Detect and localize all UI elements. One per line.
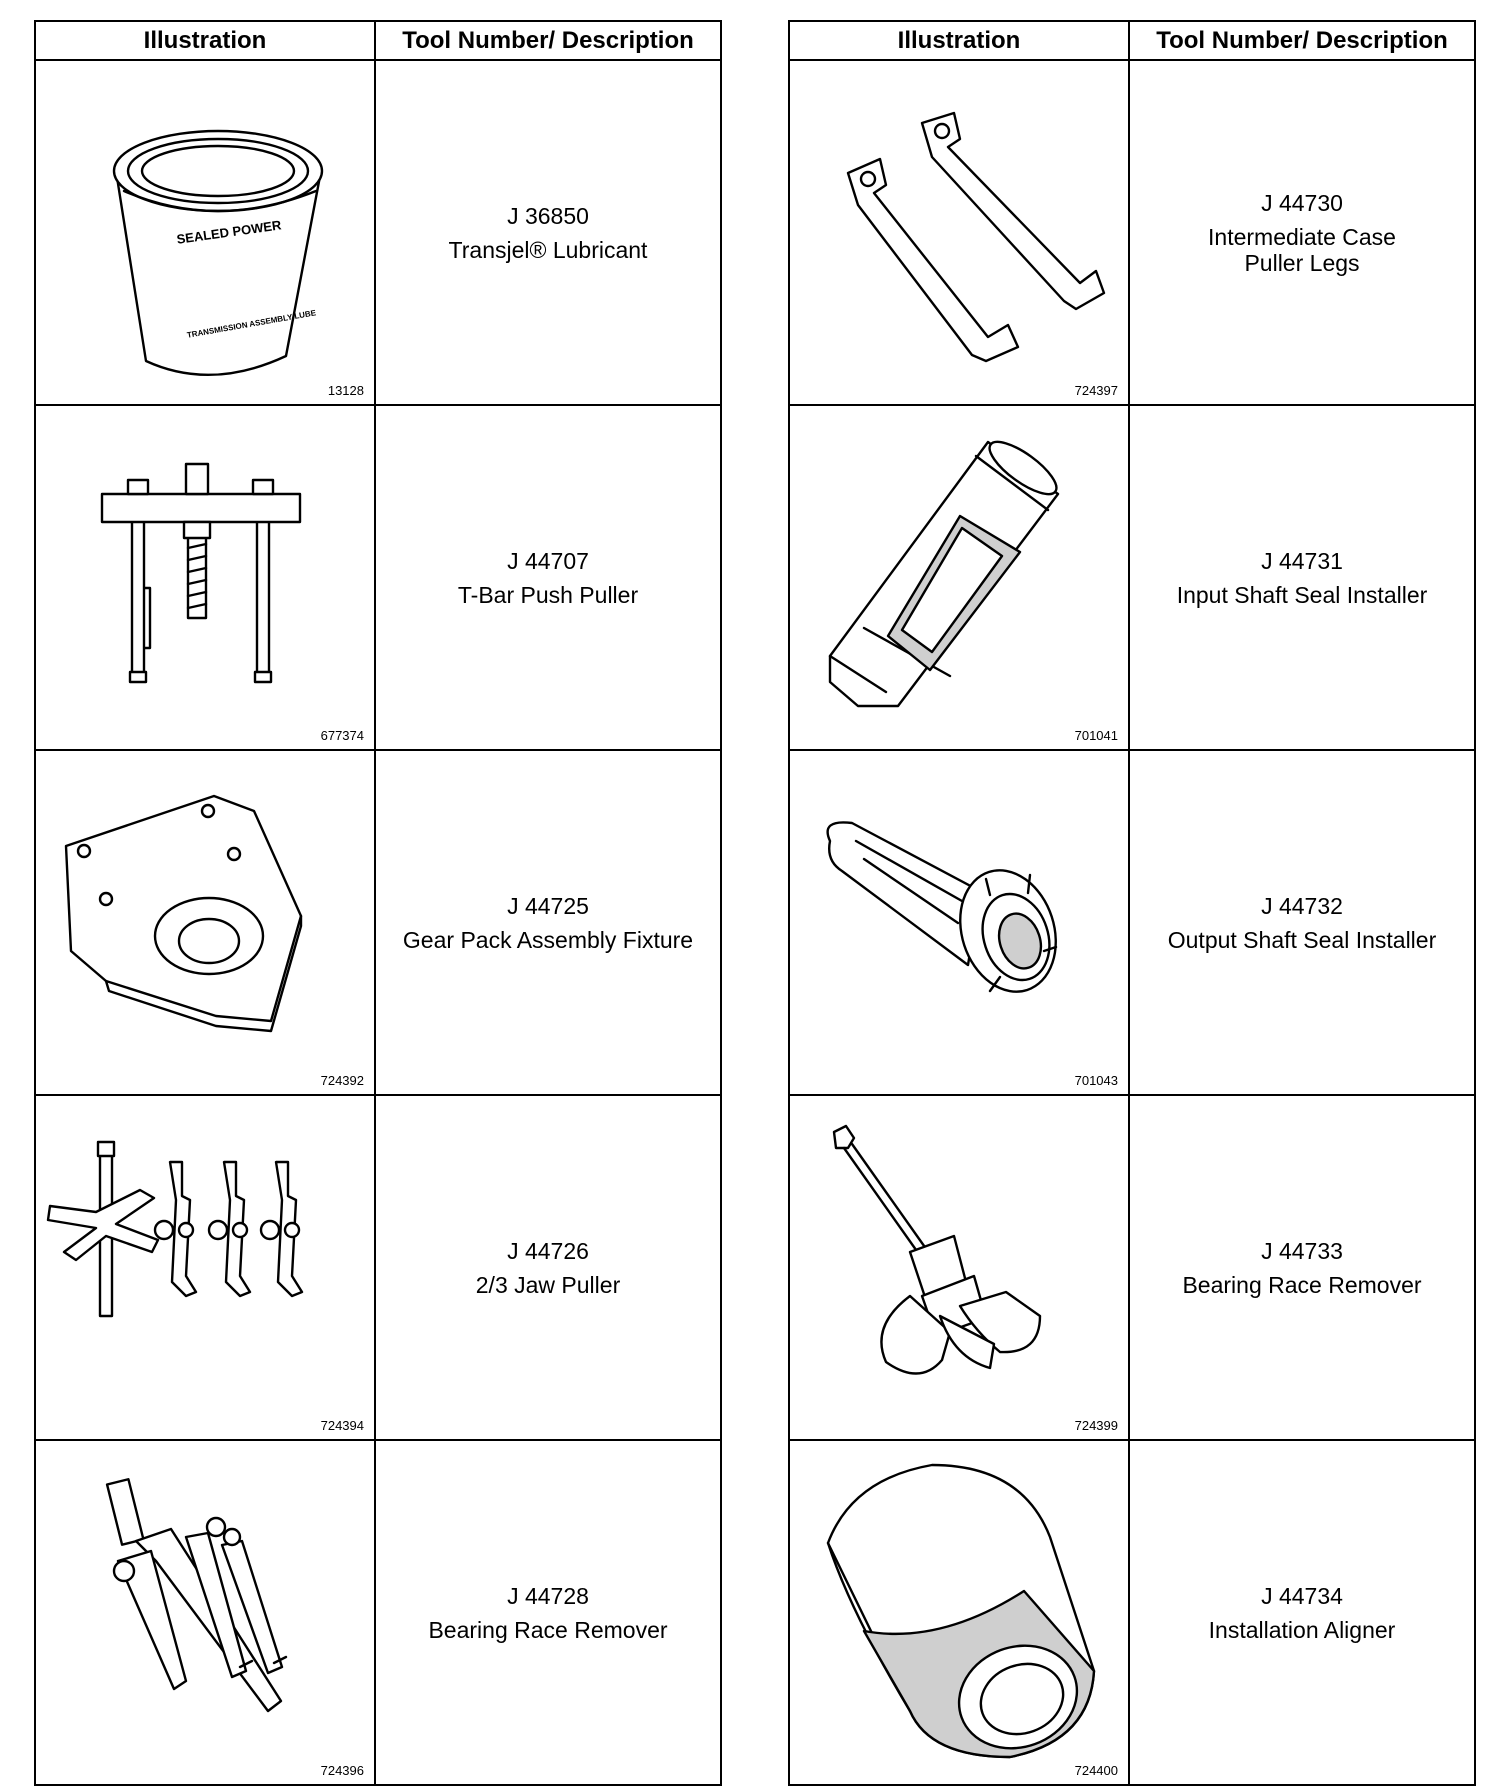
header-row: Illustration Tool Number/ Description (34, 20, 722, 61)
tool-number: J 44728 (507, 1582, 589, 1609)
tool-description: Bearing Race Remover (1182, 1271, 1422, 1298)
tool-number: J 44733 (1261, 1237, 1343, 1264)
table-row: 724399 J 44733 Bearing Race Remover (788, 1094, 1476, 1441)
tool-number: J 44726 (507, 1237, 589, 1264)
tool-description-cell: J 44726 2/3 Jaw Puller (374, 1094, 722, 1441)
header-illustration: Illustration (788, 20, 1130, 61)
table-row: 724392 J 44725 Gear Pack Assembly Fixtur… (34, 749, 722, 1096)
tools-table-left: Illustration Tool Number/ Description SE… (34, 20, 722, 1786)
tool-description: Installation Aligner (1208, 1616, 1396, 1643)
tool-description-cell: J 44707 T-Bar Push Puller (374, 404, 722, 751)
tool-description: 2/3 Jaw Puller (475, 1271, 621, 1298)
illustration-cell: 677374 (34, 404, 376, 751)
lubricant-can-illustration: SEALED POWER TRANSMISSION ASSEMBLY LUBE (112, 129, 324, 377)
illustration-cell: 724397 (788, 59, 1130, 406)
tool-description: Bearing Race Remover (428, 1616, 668, 1643)
tool-description-cell: J 44733 Bearing Race Remover (1128, 1094, 1476, 1441)
table-row: 724394 J 44726 2/3 Jaw Puller (34, 1094, 722, 1441)
figure-number: 701041 (1074, 728, 1118, 743)
figure-number: 724392 (320, 1073, 364, 1088)
figure-number: 677374 (320, 728, 364, 743)
header-row: Illustration Tool Number/ Description (788, 20, 1476, 61)
tool-description: Output Shaft Seal Installer (1167, 926, 1437, 953)
tool-description-cell: J 44732 Output Shaft Seal Installer (1128, 749, 1476, 1096)
header-illustration: Illustration (34, 20, 376, 61)
figure-number: 724397 (1074, 383, 1118, 398)
tool-description: Intermediate Case Puller Legs (1208, 223, 1396, 276)
bearing-race-remover-illustration (105, 1478, 288, 1713)
figure-number: 724400 (1074, 1763, 1118, 1778)
tool-number: J 36850 (507, 202, 589, 229)
tool-description-cell: J 44730 Intermediate Case Puller Legs (1128, 59, 1476, 406)
output-seal-installer-illustration (826, 821, 1058, 993)
illustration-cell: 701043 (788, 749, 1130, 1096)
table-row: 724396 J 44728 Bearing Race Remover (34, 1439, 722, 1786)
table-row: SEALED POWER TRANSMISSION ASSEMBLY LUBE … (34, 59, 722, 406)
illustration-cell: 724396 (34, 1439, 376, 1786)
tool-number: J 44725 (507, 892, 589, 919)
t-bar-puller-illustration (100, 462, 302, 684)
tool-number: J 44731 (1261, 547, 1343, 574)
tool-number: J 44730 (1261, 189, 1343, 216)
installation-aligner-illustration (826, 1463, 1096, 1759)
illustration-cell: SEALED POWER TRANSMISSION ASSEMBLY LUBE … (34, 59, 376, 406)
tool-description-cell: J 36850 Transjel® Lubricant (374, 59, 722, 406)
tool-description-cell: J 44731 Input Shaft Seal Installer (1128, 404, 1476, 751)
figure-number: 724394 (320, 1418, 364, 1433)
tool-description: Input Shaft Seal Installer (1176, 581, 1428, 608)
table-row: 677374 J 44707 T-Bar Push Puller (34, 404, 722, 751)
figure-number: 724399 (1074, 1418, 1118, 1433)
table-row: 701043 J 44732 Output Shaft Seal Install… (788, 749, 1476, 1096)
tool-description-cell: J 44728 Bearing Race Remover (374, 1439, 722, 1786)
table-row: 724400 J 44734 Installation Aligner (788, 1439, 1476, 1786)
header-description: Tool Number/ Description (1128, 20, 1476, 61)
figure-number: 701043 (1074, 1073, 1118, 1088)
illustration-cell: 724400 (788, 1439, 1130, 1786)
input-seal-installer-illustration (828, 440, 1060, 708)
table-row: 724397 J 44730 Intermediate Case Puller … (788, 59, 1476, 406)
tool-number: J 44732 (1261, 892, 1343, 919)
table-row: 701041 J 44731 Input Shaft Seal Installe… (788, 404, 1476, 751)
puller-legs-illustration (846, 111, 1106, 363)
tool-description: T-Bar Push Puller (457, 581, 639, 608)
tool-description: Transjel® Lubricant (448, 236, 648, 263)
tool-number: J 44734 (1261, 1582, 1343, 1609)
illustration-cell: 701041 (788, 404, 1130, 751)
header-description: Tool Number/ Description (374, 20, 722, 61)
illustration-cell: 724399 (788, 1094, 1130, 1441)
illustration-cell: 724394 (34, 1094, 376, 1441)
illustration-cell: 724392 (34, 749, 376, 1096)
fixture-plate-illustration (64, 794, 303, 1033)
tool-description-cell: J 44725 Gear Pack Assembly Fixture (374, 749, 722, 1096)
figure-number: 13128 (327, 383, 364, 398)
tool-description: Gear Pack Assembly Fixture (402, 926, 694, 953)
tool-number: J 44707 (507, 547, 589, 574)
bearing-race-remover-2-illustration (832, 1124, 1042, 1375)
jaw-puller-illustration (46, 1140, 304, 1318)
figure-number: 724396 (320, 1763, 364, 1778)
tools-table-right: Illustration Tool Number/ Description 72… (788, 20, 1476, 1786)
tool-description-cell: J 44734 Installation Aligner (1128, 1439, 1476, 1786)
